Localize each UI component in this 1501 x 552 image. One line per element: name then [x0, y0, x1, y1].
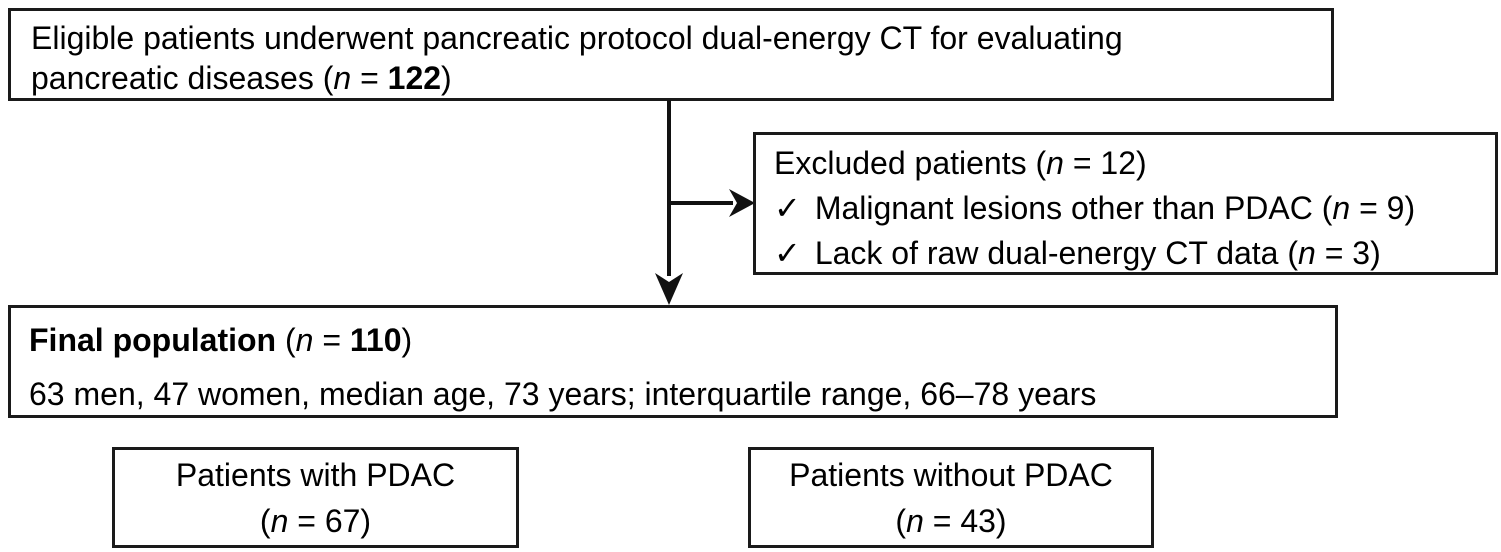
- excluded-item-2-n: n: [1298, 235, 1316, 271]
- with-pdac-paren-open: (: [259, 502, 271, 539]
- eligible-count: 122: [387, 60, 442, 96]
- with-pdac-label: Patients with PDAC: [175, 456, 456, 493]
- check-icon: ✓: [774, 190, 801, 226]
- without-pdac-paren-close: ): [995, 502, 1007, 539]
- excluded-title: Excluded patients (n = 12): [774, 141, 1479, 186]
- excluded-item-2-close: ): [1370, 235, 1381, 271]
- without-pdac-count: 43: [960, 502, 996, 539]
- without-pdac-equals: =: [923, 502, 961, 539]
- check-icon: ✓: [774, 235, 801, 271]
- eligible-line-1: Eligible patients underwent pancreatic p…: [31, 18, 1311, 58]
- excluded-item-1-text: Malignant lesions other than PDAC (: [814, 190, 1333, 226]
- excluded-item-1-close: ): [1404, 190, 1416, 226]
- excluded-item-1-equals: =: [1350, 190, 1387, 226]
- eligible-text-2: pancreatic diseases (: [31, 60, 334, 96]
- with-pdac-n-symbol: n: [270, 502, 289, 539]
- excluded-item-1-count: 9: [1386, 190, 1405, 226]
- excluded-item-2-equals: =: [1315, 235, 1353, 271]
- final-population-box: Final population (n = 110) 63 men, 47 wo…: [8, 305, 1338, 418]
- final-title-line: Final population (n = 110): [29, 313, 1317, 367]
- eligible-equals: =: [351, 60, 388, 96]
- eligible-patients-box: Eligible patients underwent pancreatic p…: [8, 8, 1334, 101]
- eligible-line-2: pancreatic diseases (n = 122): [31, 58, 1311, 98]
- excluded-item-raw-data: ✓ Lack of raw dual-energy CT data (n = 3): [774, 231, 1479, 276]
- excluded-count: 12: [1100, 145, 1137, 181]
- with-pdac-count: 67: [324, 502, 361, 539]
- without-pdac-paren-open: (: [895, 502, 907, 539]
- without-pdac-count-line: (n = 43): [895, 498, 1006, 544]
- final-title: Final population: [29, 322, 277, 358]
- excluded-branch-arrow-line: [667, 201, 733, 205]
- excluded-item-2-text: Lack of raw dual-energy CT data (: [814, 235, 1299, 271]
- eligible-paren-close: ): [441, 60, 452, 96]
- excluded-item-2-count: 3: [1352, 235, 1371, 271]
- excluded-n-symbol: n: [1046, 145, 1064, 181]
- eligible-text-1: Eligible patients underwent pancreatic p…: [31, 20, 1123, 56]
- excluded-paren-close: ): [1136, 145, 1147, 181]
- excluded-patients-box: Excluded patients (n = 12) ✓Malignant le…: [753, 132, 1498, 275]
- eligible-n-symbol: n: [333, 60, 352, 96]
- excluded-item-1-n: n: [1332, 190, 1351, 226]
- final-demographics: 63 men, 47 women, median age, 73 years; …: [29, 376, 1097, 412]
- patients-with-pdac-box: Patients with PDAC (n = 67): [112, 447, 519, 548]
- arrow-down-icon: [655, 273, 683, 310]
- final-count: 110: [349, 322, 402, 358]
- final-equals: =: [313, 322, 350, 358]
- with-pdac-paren-close: ): [360, 502, 372, 539]
- final-paren-close: ): [401, 322, 413, 358]
- with-pdac-equals: =: [288, 502, 325, 539]
- final-n-symbol: n: [295, 322, 314, 358]
- excluded-title-text: Excluded patients (: [774, 145, 1047, 181]
- with-pdac-count-line: (n = 67): [260, 498, 371, 544]
- main-flow-arrow-line: [667, 100, 671, 276]
- patients-without-pdac-box: Patients without PDAC (n = 43): [748, 447, 1154, 548]
- without-pdac-label: Patients without PDAC: [789, 456, 1113, 493]
- without-pdac-n-symbol: n: [906, 502, 924, 539]
- excluded-item-malignant: ✓Malignant lesions other than PDAC (n = …: [774, 186, 1479, 231]
- arrow-right-icon: [729, 189, 755, 222]
- excluded-equals: =: [1063, 145, 1101, 181]
- final-paren-open: (: [276, 322, 296, 358]
